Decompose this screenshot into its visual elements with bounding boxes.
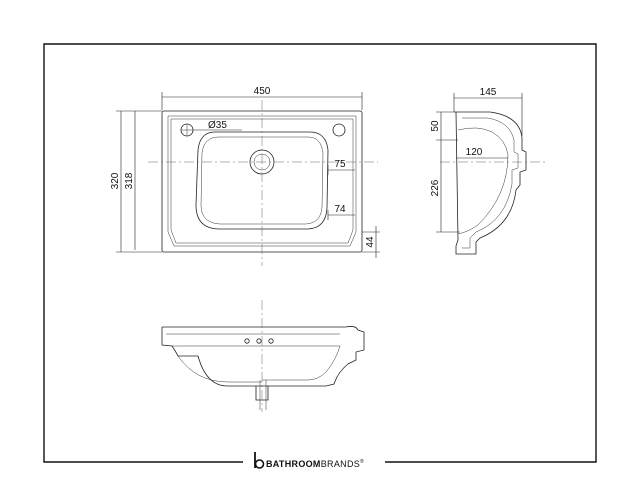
tap-hole-left [180,123,194,137]
dim-74: 74 [334,204,346,215]
dim-318: 318 [124,172,135,189]
b-logo-icon [254,452,265,469]
drawing-frame [43,43,597,463]
brand-name-light: BRANDS [321,459,360,469]
dim-145: 145 [480,87,497,98]
dim-44: 44 [365,236,376,248]
brand-mark: ® [360,458,364,465]
dim-50: 50 [430,120,441,132]
front-view [161,300,365,412]
dim-450: 450 [254,86,271,97]
tap-hole-right [332,123,346,137]
dim-120: 120 [466,147,483,158]
brand-logo: BATHROOMBRANDS® [254,452,364,469]
dim-tap-hole: Ø35 [208,120,227,131]
side-view: 145 50 120 226 [430,87,545,255]
brand-name-bold: BATHROOM [266,459,321,469]
plan-view: 450 Ø35 320 318 75 74 44 [110,86,380,266]
dim-226: 226 [430,179,441,196]
dim-320: 320 [110,172,121,189]
svg-text:BATHROOMBRANDS®: BATHROOMBRANDS® [266,458,364,469]
dim-75: 75 [334,159,346,170]
